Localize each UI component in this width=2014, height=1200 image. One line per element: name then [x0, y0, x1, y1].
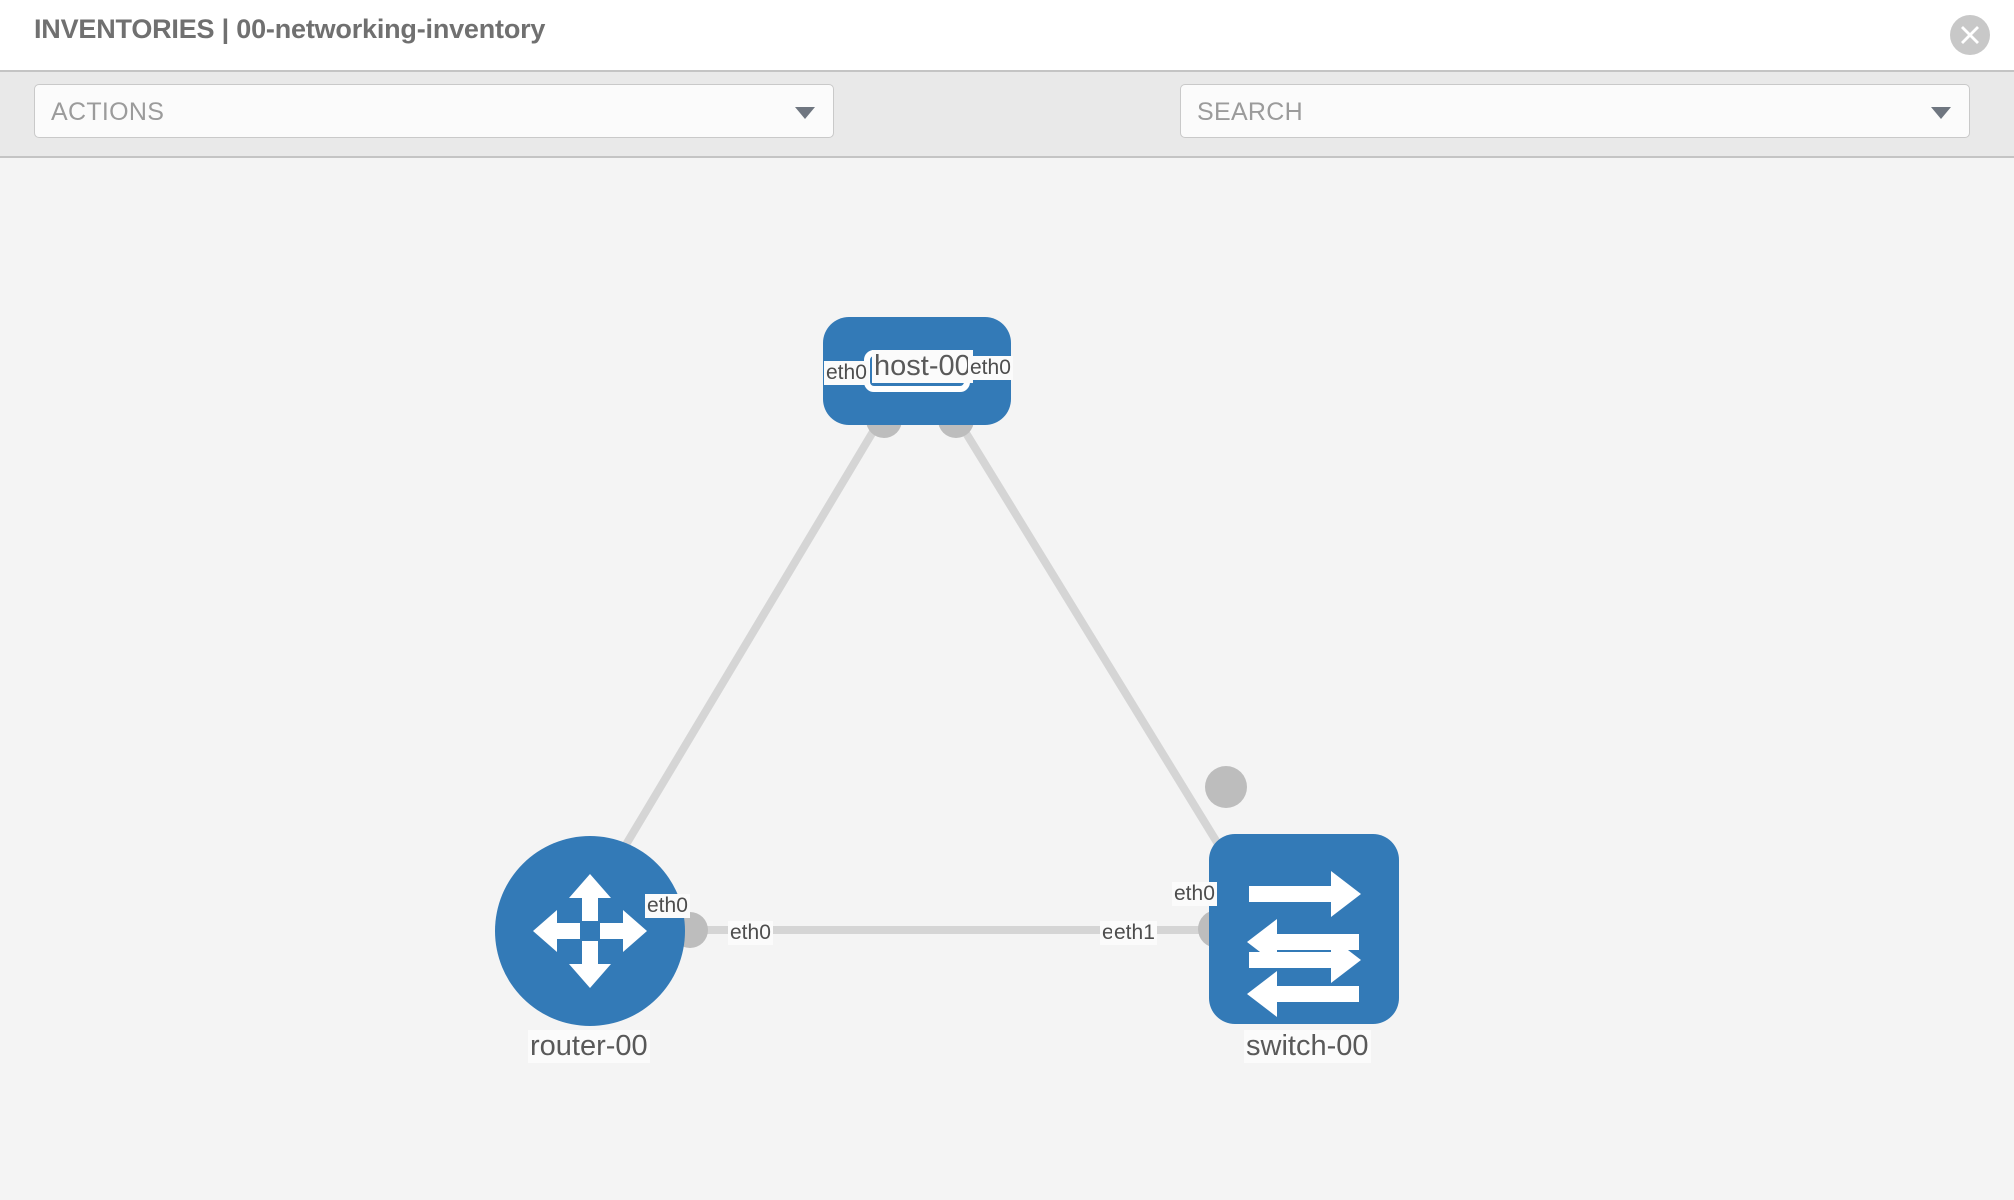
- connector-switch-top[interactable]: [1205, 766, 1247, 808]
- topology-canvas[interactable]: host-00 router-00 switch-00 eth0 eth0 et…: [0, 158, 2014, 1200]
- node-switch-00[interactable]: [1209, 834, 1399, 1024]
- iface-label-switch-up: eth0: [1172, 882, 1217, 906]
- search-placeholder: SEARCH: [1197, 98, 1303, 126]
- chevron-down-icon: [795, 107, 815, 119]
- iface-label-switch-left-b: eth1: [1112, 921, 1157, 945]
- iface-label-host-left: eth0: [824, 361, 869, 385]
- close-button[interactable]: [1950, 15, 1990, 55]
- node-label-router-00: router-00: [528, 1030, 650, 1063]
- router-arrows-icon: [533, 874, 647, 988]
- actions-dropdown[interactable]: ACTIONS: [34, 84, 834, 138]
- switch-arrows-icon-lower: [1247, 971, 1359, 1017]
- iface-label-router-up: eth0: [645, 894, 690, 918]
- switch-arrows-icon: [1247, 871, 1361, 983]
- iface-label-router-right: eth0: [728, 921, 773, 945]
- link-host-switch: [954, 417, 1249, 891]
- node-label-switch-00: switch-00: [1244, 1030, 1371, 1063]
- topology-links: [596, 417, 1249, 934]
- iface-label-host-right: eth0: [968, 356, 1013, 380]
- chevron-down-icon: [1931, 107, 1951, 119]
- search-input[interactable]: SEARCH: [1180, 84, 1970, 138]
- toolbar: ACTIONS SEARCH: [0, 70, 2014, 204]
- actions-dropdown-label: ACTIONS: [51, 98, 165, 126]
- page-header: INVENTORIES | 00-networking-inventory: [0, 0, 2014, 70]
- node-router-00[interactable]: [495, 836, 685, 1026]
- node-label-host-00: host-00: [872, 350, 973, 383]
- close-icon: [1961, 26, 1979, 44]
- link-host-router: [596, 417, 884, 891]
- page-title: INVENTORIES | 00-networking-inventory: [34, 14, 546, 44]
